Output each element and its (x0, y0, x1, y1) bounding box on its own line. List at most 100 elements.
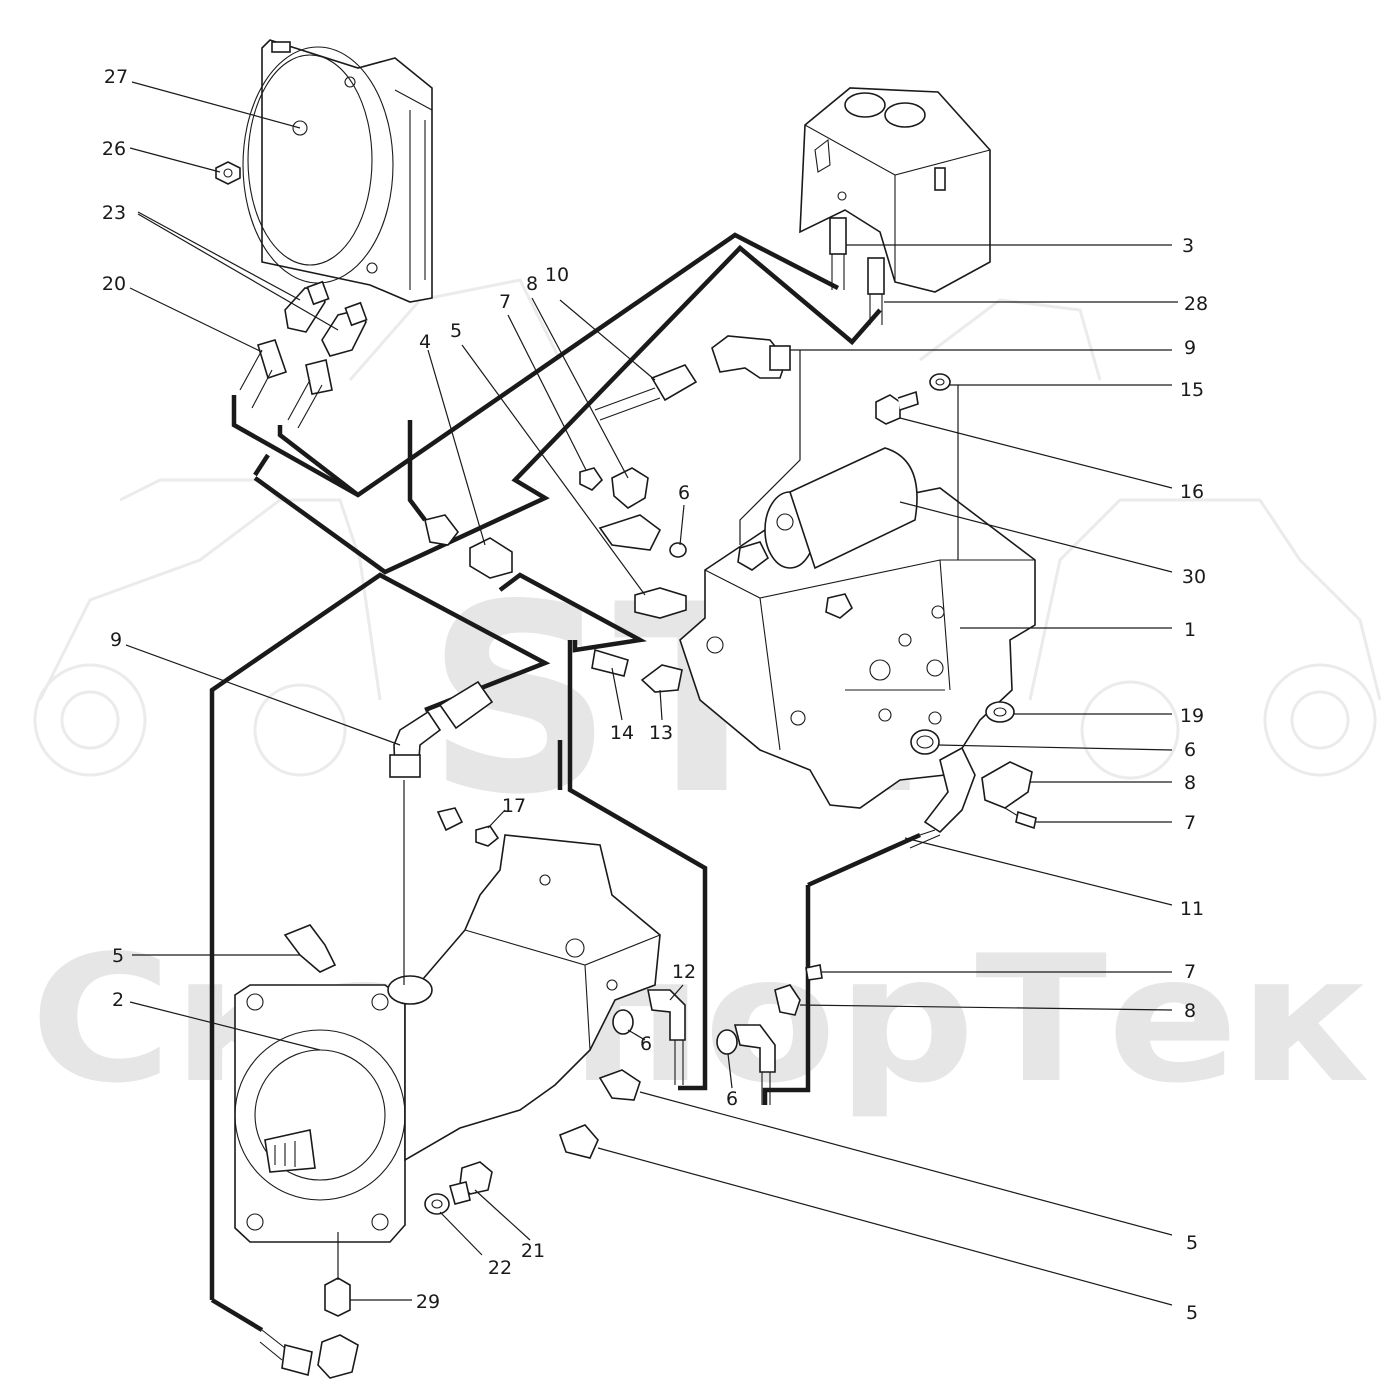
clamp-8-right (981, 761, 1033, 809)
leader-20 (129, 287, 263, 353)
leader-7-upper (507, 314, 587, 471)
callout-20: 20 (102, 273, 126, 295)
hose-end-10 (594, 364, 698, 421)
callout-6-lower-a: 6 (640, 1033, 652, 1055)
plug-19 (985, 701, 1015, 723)
callout-13: 13 (649, 722, 673, 744)
fitting-5-upper (634, 587, 687, 619)
leader-6-upper (679, 504, 685, 546)
callout-12: 12 (672, 961, 696, 983)
bolt-7-right (1004, 807, 1037, 830)
callout-7-lower: 7 (1184, 961, 1196, 983)
elbow-12 (647, 989, 686, 1085)
watermark-tractor-left (33, 478, 382, 777)
callout-5-left: 5 (112, 945, 124, 967)
callout-30: 30 (1182, 566, 1206, 588)
watermark-tractor-right (1028, 498, 1382, 780)
washer-15 (929, 373, 951, 391)
hose-lines (209, 232, 921, 1332)
hose-end-29-bottom (259, 1329, 313, 1377)
ring-6-right (910, 729, 940, 755)
leader-12 (669, 984, 684, 1001)
callout-8-right: 8 (1184, 772, 1196, 794)
hose-route-b (277, 425, 360, 497)
fitting-17 (475, 825, 500, 847)
callout-10: 10 (545, 264, 569, 286)
leader-6-lower-b (727, 1053, 733, 1089)
elbow-6-lower (733, 1024, 776, 1105)
hose-route-i (762, 885, 811, 1105)
plug-26 (215, 161, 241, 185)
callout-5-lower-a: 5 (1186, 1232, 1198, 1254)
fitting-3 (829, 217, 847, 290)
clamp-8-lower (774, 984, 801, 1016)
callout-6-lower-b: 6 (726, 1088, 738, 1110)
leader-9-top (739, 349, 1172, 545)
leader-6-right (937, 744, 1173, 751)
elbow-9-top (711, 335, 791, 379)
leader-4 (427, 349, 486, 546)
fitting-28 (867, 257, 885, 325)
elbow-29-bottom (317, 1334, 359, 1379)
leader-23 (137, 211, 339, 331)
callout-8-lower: 8 (1184, 1000, 1196, 1022)
callout-27: 27 (104, 66, 128, 88)
callout-19: 19 (1180, 705, 1204, 727)
leader-5-lower-b (597, 1147, 1173, 1306)
callout-11: 11 (1180, 898, 1204, 920)
fitting-29 (324, 1277, 351, 1317)
callout-22: 22 (488, 1257, 512, 1279)
hose-end-11 (904, 746, 976, 849)
callout-5-lower-b: 5 (1186, 1302, 1198, 1324)
leader-6-lower-a (627, 1029, 646, 1041)
leader-22 (439, 1211, 483, 1256)
leader-14 (611, 667, 623, 721)
elbow-13 (640, 664, 683, 693)
callout-1: 1 (1184, 619, 1196, 641)
leader-2 (129, 1001, 321, 1051)
pump-unit-1 (679, 487, 1036, 809)
solenoid-30 (764, 447, 918, 570)
ring-6-upper (669, 542, 687, 558)
callout-28: 28 (1184, 293, 1208, 315)
callout-9-top: 9 (1184, 337, 1196, 359)
elbow-23a (284, 280, 330, 333)
leader-15 (950, 384, 1172, 560)
callout-15: 15 (1180, 379, 1204, 401)
hose-route-g (407, 420, 427, 522)
callout-9-left: 9 (110, 629, 122, 651)
leader-27 (131, 81, 301, 129)
hose-route-f (567, 640, 708, 1091)
callout-2: 2 (112, 989, 124, 1011)
callout-14: 14 (610, 722, 634, 744)
callout-26: 26 (102, 138, 126, 160)
hose-route-d (209, 572, 551, 1300)
leader-13 (659, 689, 663, 721)
hose-end-5-upper (598, 514, 662, 551)
parts (215, 39, 1037, 1379)
hose-route-j (807, 832, 921, 888)
fitting-4 (469, 537, 513, 579)
leader-9-left (125, 644, 401, 746)
leader-lines (125, 81, 1178, 1306)
hose-end-20b (287, 359, 333, 429)
callout-labels: 27 26 23 20 3 28 9 15 16 30 1 19 6 8 7 1… (102, 66, 1208, 1324)
ring-6-lower-a (612, 1009, 634, 1035)
callout-3: 3 (1182, 235, 1194, 257)
bolt-7-lower (805, 964, 823, 981)
callout-16: 16 (1180, 481, 1204, 503)
callout-6-right: 6 (1184, 739, 1196, 761)
radiator-27 (242, 39, 433, 303)
elbow-4-hose (424, 514, 460, 546)
callout-21: 21 (521, 1240, 545, 1262)
leader-21 (474, 1189, 531, 1241)
fitting-5-lower-a (598, 1069, 641, 1101)
callout-7-right: 7 (1184, 812, 1196, 834)
callout-7-upper: 7 (499, 291, 511, 313)
bolt-21 (449, 1161, 493, 1205)
callout-17: 17 (502, 795, 526, 817)
leader-11 (904, 837, 1173, 906)
control-unit (799, 87, 991, 293)
leader-10 (559, 299, 656, 381)
